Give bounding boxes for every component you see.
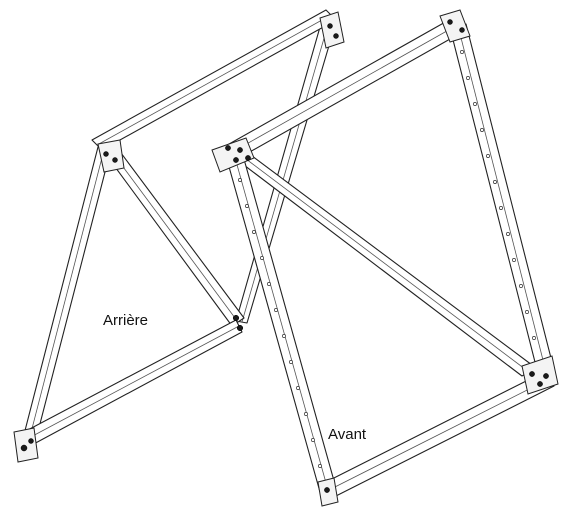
front-top-right-bracket xyxy=(439,9,471,43)
front-frame xyxy=(211,9,559,507)
rear-top-right-bracket xyxy=(319,11,345,49)
rear-frame-label: Arrière xyxy=(103,312,149,329)
front-top-rail xyxy=(221,15,467,163)
front-left-leg-holes xyxy=(238,178,322,468)
front-right-leg-holes xyxy=(460,50,536,340)
rear-diagonal-brace xyxy=(109,152,245,327)
front-top-left-bracket xyxy=(211,137,255,173)
front-bottom-right-bracket xyxy=(521,355,559,395)
rear-bottom-left-foot xyxy=(13,427,39,463)
rear-center-joint xyxy=(232,314,244,332)
front-frame-label: Avant xyxy=(328,426,367,443)
rear-top-left-bracket xyxy=(97,139,125,173)
front-bottom-left-foot xyxy=(317,477,339,507)
